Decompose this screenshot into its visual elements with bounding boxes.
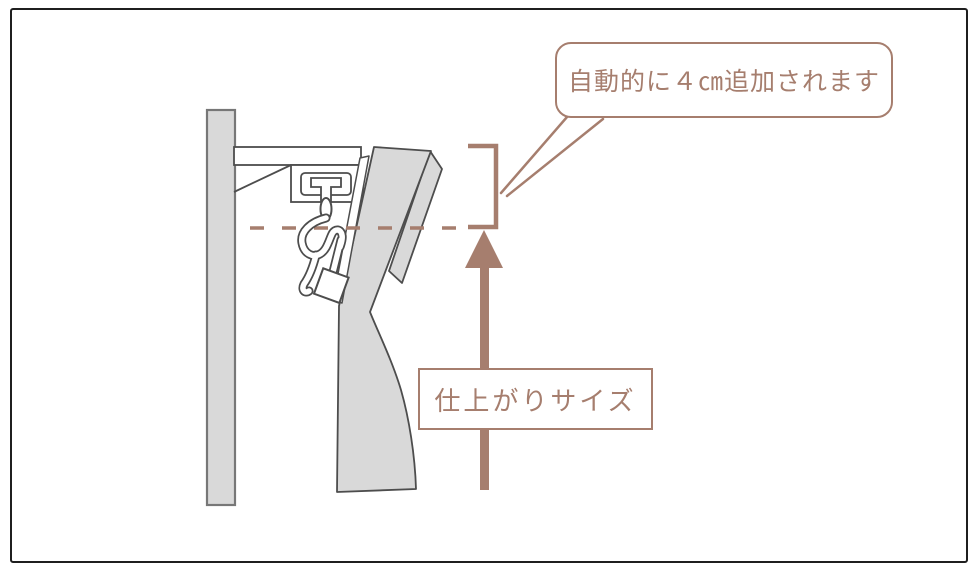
hook-tab (312, 267, 350, 305)
finished-size-arrow (465, 230, 503, 490)
added-length-bracket (468, 143, 499, 230)
curtain-hook (297, 213, 350, 305)
finished-size-label: 仕上がりサイズ (418, 368, 653, 430)
callout-bubble: 自動的に４㎝追加されます (555, 42, 893, 118)
finished-size-label-text: 仕上がりサイズ (434, 385, 637, 416)
rail-arm (233, 146, 362, 166)
wall (205, 108, 237, 507)
rail-arm-strut (233, 164, 292, 193)
callout-tail (499, 115, 605, 198)
curtain-panel (336, 146, 432, 493)
callout-text: 自動的に４㎝追加されます (567, 68, 880, 96)
curtain-panel-back (388, 150, 443, 284)
